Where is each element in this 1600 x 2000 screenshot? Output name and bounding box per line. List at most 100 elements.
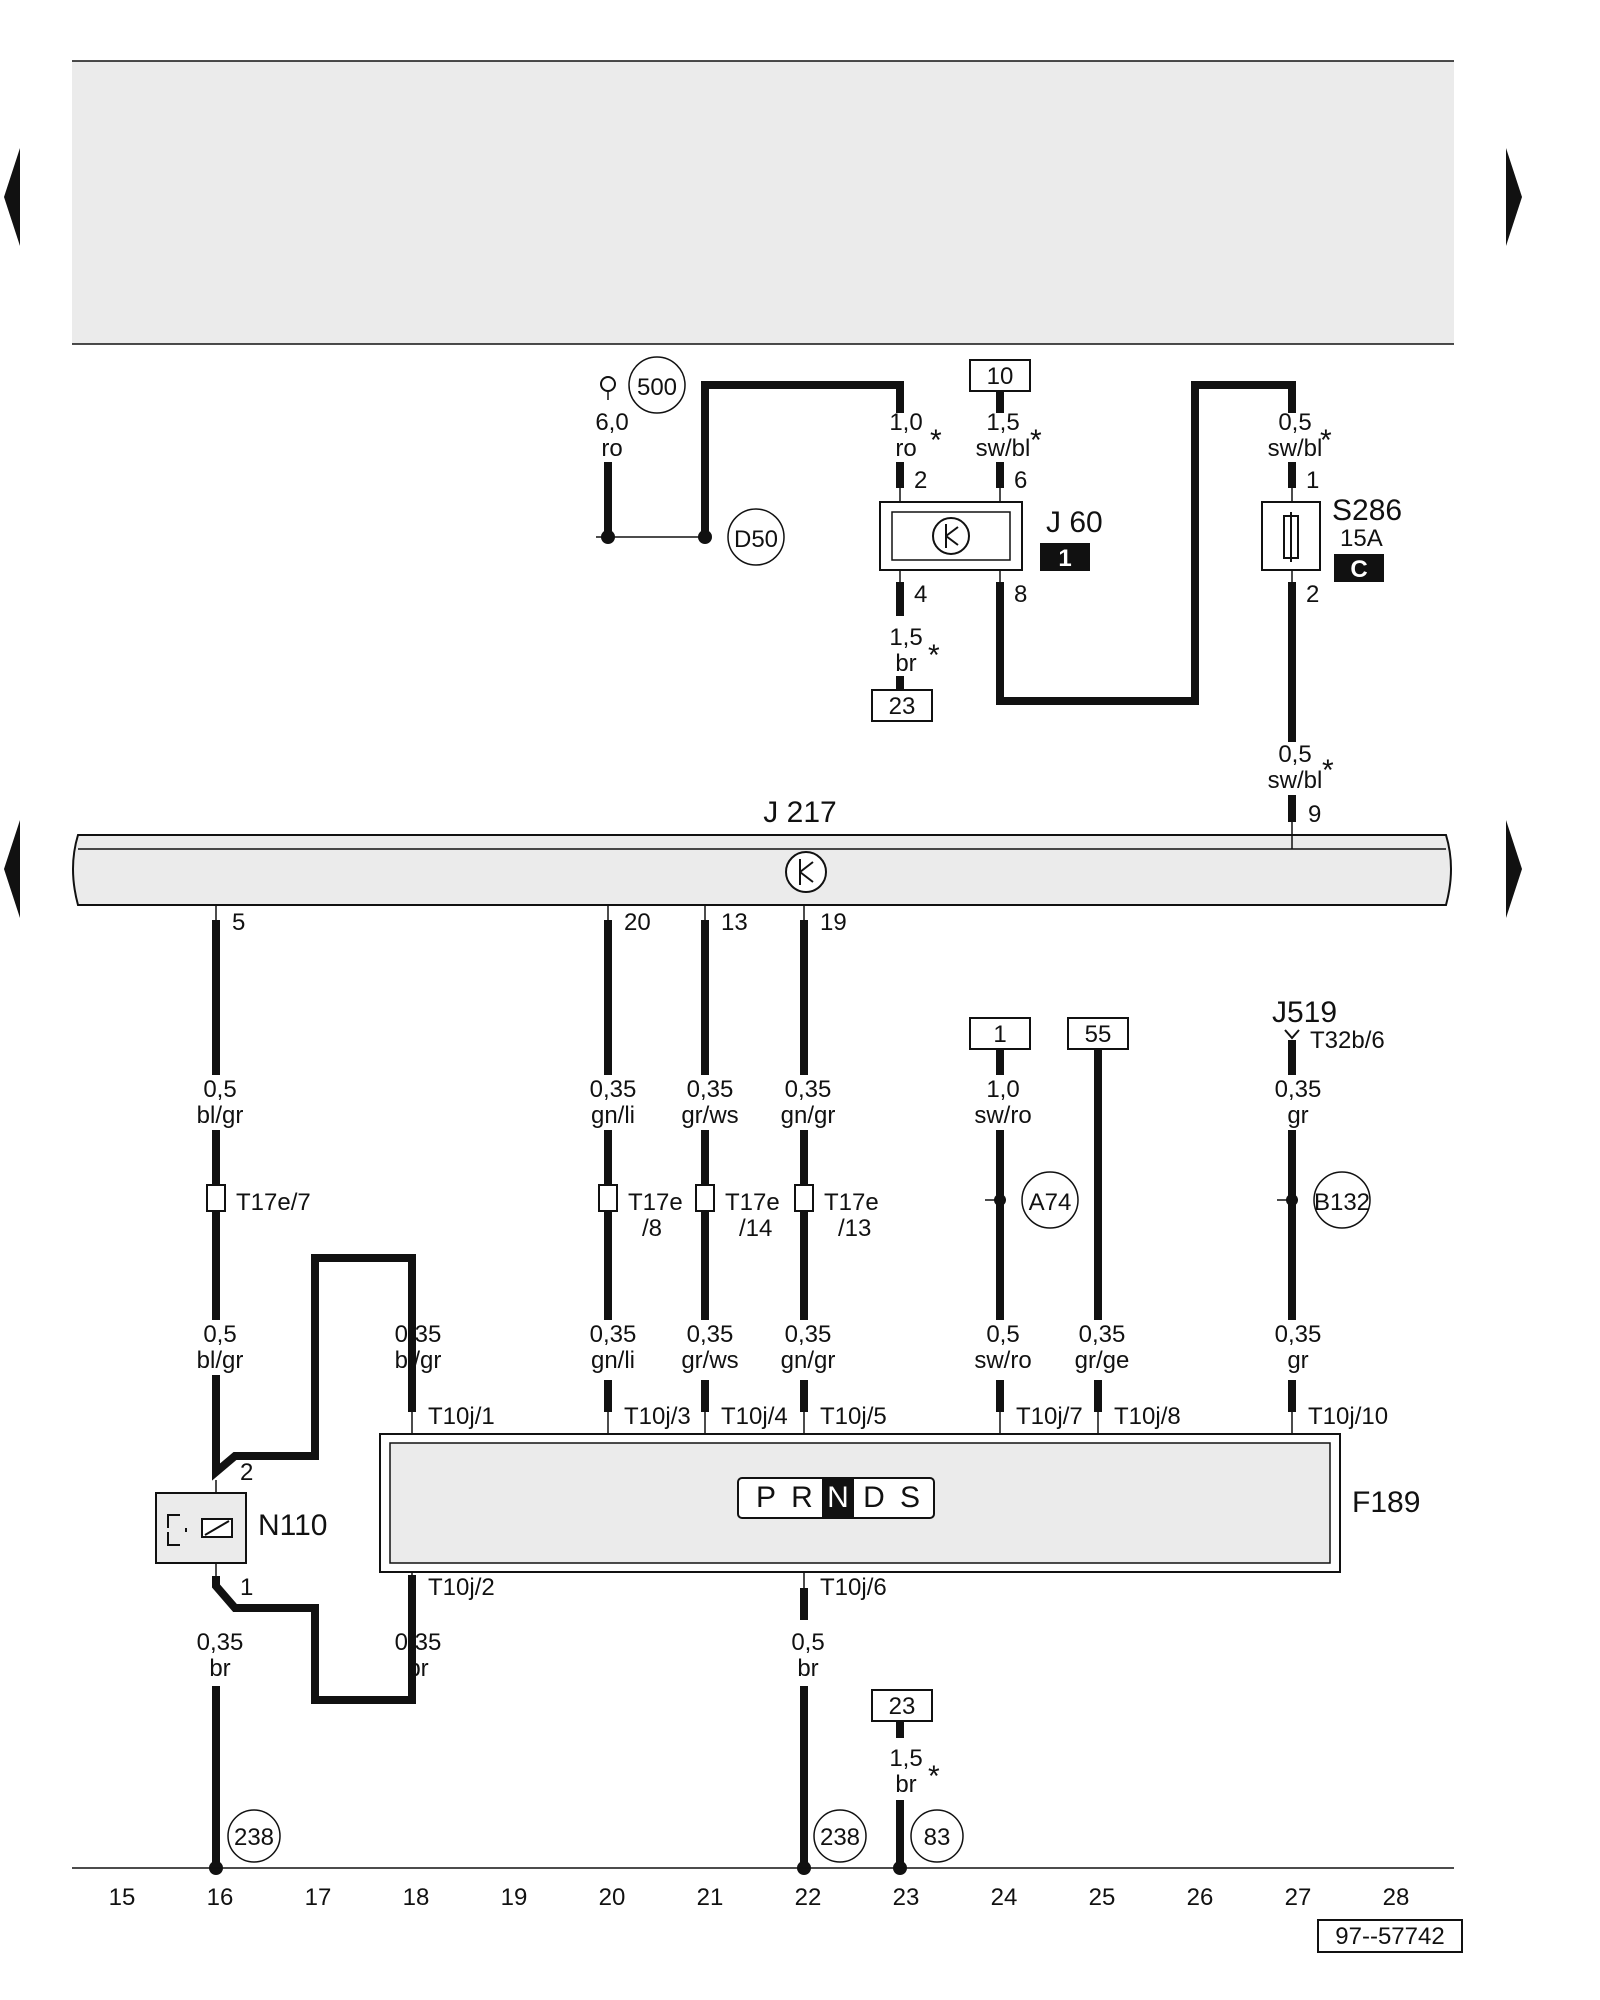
terminal-23-bottom: 23 — [889, 1693, 916, 1720]
pin-238-b: 238 — [820, 1824, 860, 1851]
wire-label: gr — [1287, 1102, 1308, 1129]
pin-number: 2 — [1306, 581, 1319, 608]
wire-label: bl/gr — [197, 1347, 244, 1374]
pin-500-circle — [628, 356, 686, 414]
column-number: 16 — [207, 1884, 234, 1911]
prev-section-arrow-icon[interactable] — [4, 820, 20, 918]
wire-label: ro — [895, 435, 916, 462]
pin-500: 500 — [637, 374, 677, 401]
conn-T17e14: /14 — [739, 1215, 772, 1242]
wire-label: 0,35 — [687, 1076, 734, 1103]
wire-label: br — [797, 1655, 818, 1682]
wire-label: 1,0 — [986, 1076, 1019, 1103]
asterisk: * — [930, 424, 942, 457]
gear-R: R — [791, 1481, 813, 1514]
terminal-1: 1 — [993, 1021, 1006, 1048]
connector-T17e13-icon — [794, 1184, 814, 1212]
wire-label: sw/bl — [976, 435, 1031, 462]
wire-label: gr/ws — [681, 1347, 738, 1374]
column-number: 28 — [1383, 1884, 1410, 1911]
pin-238-a: 238 — [234, 1824, 274, 1851]
gear-N: N — [827, 1481, 849, 1514]
pin-238-b-circle — [813, 1809, 867, 1863]
pin-number: 1 — [240, 1574, 253, 1601]
pin-D50: D50 — [734, 526, 778, 553]
doc-number: 97--57742 — [1335, 1923, 1444, 1950]
column-number: 21 — [697, 1884, 724, 1911]
pin-A74: A74 — [1029, 1189, 1072, 1216]
comp-J60: J 60 — [1046, 506, 1103, 539]
wire-label: 1,5 — [889, 1745, 922, 1772]
next-page-arrow-icon[interactable] — [1506, 148, 1522, 246]
comp-N110: N110 — [258, 1509, 328, 1542]
wire-label: 0,35 — [590, 1076, 637, 1103]
asterisk: * — [1030, 424, 1042, 457]
pin-B132: B132 — [1314, 1189, 1370, 1216]
connector-T17e8-icon — [598, 1184, 618, 1212]
fuse-rating: 15A — [1340, 525, 1383, 552]
wire-label: gn/gr — [781, 1347, 836, 1374]
comp-J519: J519 — [1272, 996, 1337, 1029]
asterisk: * — [1322, 754, 1334, 787]
wire-label: 0,35 — [785, 1321, 832, 1348]
asterisk: * — [928, 1760, 940, 1793]
connector-T17e7-icon — [206, 1184, 226, 1212]
wire-label: gr — [1287, 1347, 1308, 1374]
next-section-arrow-icon[interactable] — [1506, 820, 1522, 918]
wire-to-n110-pin2 — [212, 1254, 416, 1481]
conn-T10j2: T10j/2 — [428, 1574, 495, 1601]
asterisk: * — [1320, 424, 1332, 457]
wire-d50-to-j60 — [701, 381, 904, 537]
wire-n110-pin1 — [212, 1575, 416, 1704]
wire-label: 0,5 — [986, 1321, 1019, 1348]
conn-T10j8: T10j/8 — [1114, 1403, 1181, 1430]
pin-number: 8 — [1014, 581, 1027, 608]
column-number: 19 — [501, 1884, 528, 1911]
column-number: 27 — [1285, 1884, 1312, 1911]
wire-label: 6,0 — [595, 409, 628, 436]
badge-S286: C — [1350, 556, 1367, 583]
asterisk: * — [928, 639, 940, 672]
shaded-header-area — [72, 61, 1454, 344]
pin-number: 9 — [1308, 801, 1321, 828]
wire-label: 0,35 — [395, 1321, 442, 1348]
column-number: 18 — [403, 1884, 430, 1911]
pin-number: 6 — [1014, 467, 1027, 494]
column-number: 25 — [1089, 1884, 1116, 1911]
pin-number: 20 — [624, 909, 651, 936]
prev-page-arrow-icon[interactable] — [4, 148, 20, 246]
terminal-10: 10 — [987, 363, 1014, 390]
terminal-23-top: 23 — [889, 693, 916, 720]
wire-label: sw/ro — [974, 1102, 1031, 1129]
wire-label: bl/gr — [197, 1102, 244, 1129]
gear-S: S — [900, 1481, 920, 1514]
wire-label: br — [407, 1655, 428, 1682]
badge-J60-box — [1040, 543, 1090, 571]
wire-label: gn/li — [591, 1102, 635, 1129]
pin-A74-circle — [1021, 1171, 1079, 1229]
wire-label: 0,5 — [1278, 409, 1311, 436]
wire-label: gr/ws — [681, 1102, 738, 1129]
battery-terminal-icon — [600, 376, 616, 392]
pin-number: 2 — [914, 467, 927, 494]
terminal-55: 55 — [1085, 1021, 1112, 1048]
conn-T17e8: T17e — [628, 1189, 683, 1216]
conn-T10j5: T10j/5 — [820, 1403, 887, 1430]
j217-control-unit-bar — [72, 834, 1452, 906]
conn-T10j4: T10j/4 — [721, 1403, 788, 1430]
wire-label: 0,35 — [1275, 1321, 1322, 1348]
comp-S286: S286 — [1332, 494, 1402, 527]
wire-label: 0,35 — [1275, 1076, 1322, 1103]
gear-P: P — [756, 1481, 776, 1514]
terminal-10-box — [969, 359, 1031, 392]
column-number: 23 — [893, 1884, 920, 1911]
pin-number: 13 — [721, 909, 748, 936]
conn-T17e13: T17e — [824, 1189, 879, 1216]
conn-T10j10: T10j/10 — [1308, 1403, 1388, 1430]
connector-T17e14-icon — [695, 1184, 715, 1212]
wire-label: 0,35 — [590, 1321, 637, 1348]
gear-D: D — [863, 1481, 885, 1514]
wire-label: sw/bl — [1268, 435, 1323, 462]
